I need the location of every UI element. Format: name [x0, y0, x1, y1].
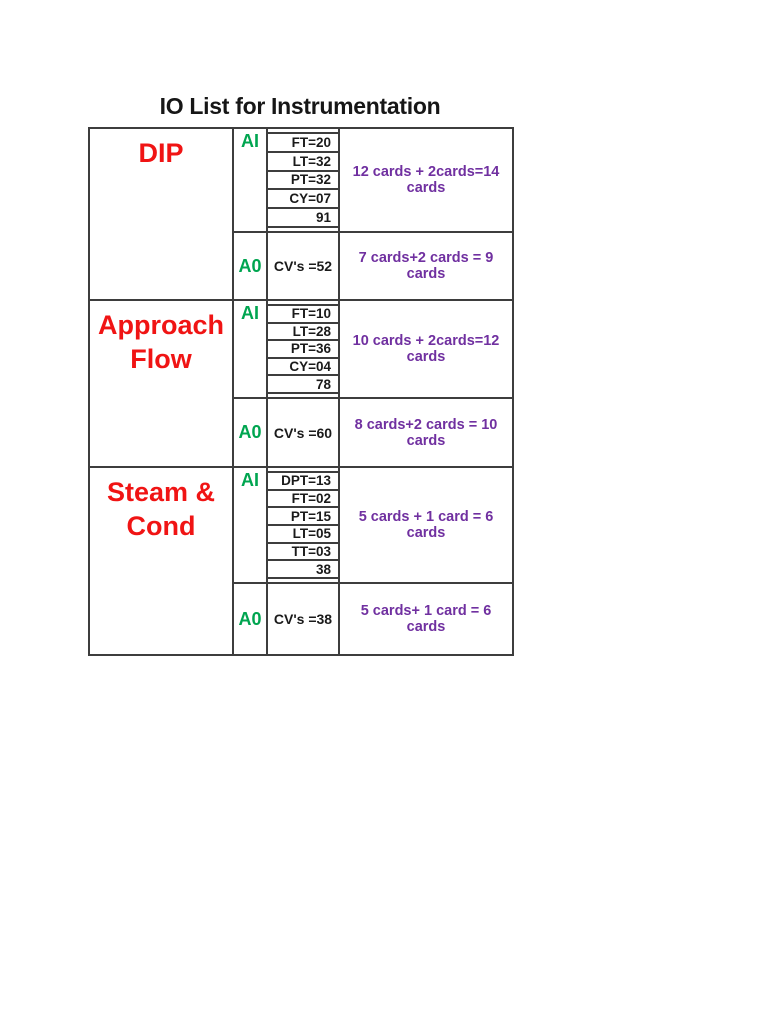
ai-cards-note: 10 cards + 2cards=12 cards: [340, 301, 512, 399]
instrument-count: PT=36: [268, 339, 338, 357]
ao-cards-note: 8 cards+2 cards = 10 cards: [340, 399, 512, 468]
section-name: Approach Flow: [90, 301, 234, 468]
ai-type-label: AI: [234, 129, 268, 233]
instrument-count: DPT=13: [268, 471, 338, 489]
instrument-count: LT=05: [268, 524, 338, 542]
ao-cards-note: 5 cards+ 1 card = 6 cards: [360, 603, 492, 635]
instrument-count: PT=15: [268, 506, 338, 524]
instrument-count: CY=04: [268, 356, 338, 375]
ai-type-label: AI: [234, 301, 268, 399]
ao-cards-note: 7 cards+2 cards = 9 cards: [340, 233, 512, 301]
ao-value-cell: CV's =52: [268, 233, 340, 301]
section-name: DIP: [90, 129, 234, 301]
instrument-count: 38: [268, 559, 338, 580]
ai-type-label: AI: [234, 468, 268, 584]
ao-value-cell: CV's =60: [268, 399, 340, 468]
instrument-count: FT=20: [268, 132, 338, 151]
instrument-count: TT=03: [268, 541, 338, 560]
instrument-count: 78: [268, 374, 338, 394]
ao-type-label: A0: [234, 233, 268, 301]
instrument-count: FT=10: [268, 304, 338, 322]
instrument-count: CY=07: [268, 188, 338, 207]
ai-cards-note: 12 cards + 2cards=14 cards: [340, 129, 512, 233]
ai-cards-note: 5 cards + 1 card = 6 cards: [340, 468, 512, 584]
instrument-count: FT=02: [268, 488, 338, 507]
ao-value-cell: CV's =38: [268, 584, 340, 654]
ao-type-label: A0: [234, 399, 268, 468]
instrument-count: LT=28: [268, 321, 338, 340]
instrument-count: PT=32: [268, 169, 338, 189]
ao-type-label: A0: [234, 584, 268, 654]
section-name: Steam & Cond: [90, 468, 234, 654]
instrument-count: 91: [268, 207, 338, 228]
page-title: IO List for Instrumentation: [159, 93, 441, 119]
instrument-count: LT=32: [268, 150, 338, 170]
